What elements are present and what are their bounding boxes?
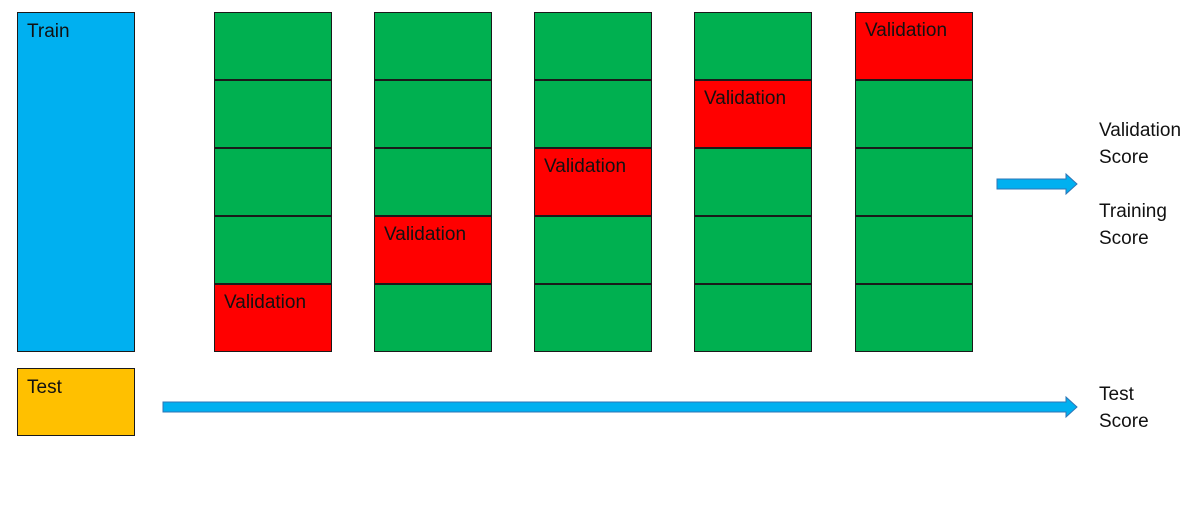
test-score-label: Test Score (1099, 381, 1149, 435)
training-fold-segment (694, 12, 812, 80)
validation-label: Validation (224, 292, 307, 313)
validation-fold-segment: Validation (374, 216, 492, 284)
test-arrow (162, 395, 1078, 419)
test-label: Test (27, 377, 62, 398)
training-score-line-1: Training (1099, 201, 1167, 222)
training-fold-segment (534, 80, 652, 148)
training-fold-segment (855, 284, 973, 352)
validation-label: Validation (865, 20, 948, 41)
validation-fold-segment: Validation (534, 148, 652, 216)
training-fold-segment (374, 80, 492, 148)
validation-fold-segment: Validation (855, 12, 973, 80)
training-fold-segment (374, 148, 492, 216)
training-fold-segment (214, 80, 332, 148)
fold-column: Validation (534, 12, 652, 352)
test-score-line-2: Score (1099, 411, 1149, 432)
training-fold-segment (855, 80, 973, 148)
test-score-line-1: Test (1099, 384, 1134, 405)
training-fold-segment (855, 148, 973, 216)
validation-fold-segment: Validation (694, 80, 812, 148)
fold-column: Validation (214, 12, 332, 352)
validation-label: Validation (544, 156, 627, 177)
training-fold-segment (214, 216, 332, 284)
validation-fold-segment: Validation (214, 284, 332, 352)
validation-arrow (996, 172, 1078, 196)
training-score-line-2: Score (1099, 228, 1149, 249)
training-fold-segment (214, 148, 332, 216)
training-fold-segment (534, 12, 652, 80)
fold-column: Validation (855, 12, 973, 352)
fold-column: Validation (374, 12, 492, 352)
validation-label: Validation (384, 224, 467, 245)
validation-label: Validation (704, 88, 787, 109)
validation-score-line-2: Score (1099, 147, 1149, 168)
training-fold-segment (855, 216, 973, 284)
test-block: Test (17, 368, 135, 436)
validation-score-label: Validation Score (1099, 117, 1181, 171)
training-fold-segment (694, 284, 812, 352)
training-fold-segment (374, 284, 492, 352)
training-fold-segment (534, 216, 652, 284)
fold-column: Validation (694, 12, 812, 352)
training-fold-segment (694, 148, 812, 216)
validation-score-line-1: Validation (1099, 120, 1182, 141)
training-score-label: Training Score (1099, 198, 1167, 252)
training-fold-segment (694, 216, 812, 284)
train-label: Train (27, 21, 70, 42)
training-fold-segment (214, 12, 332, 80)
train-block: Train (17, 12, 135, 352)
training-fold-segment (534, 284, 652, 352)
training-fold-segment (374, 12, 492, 80)
